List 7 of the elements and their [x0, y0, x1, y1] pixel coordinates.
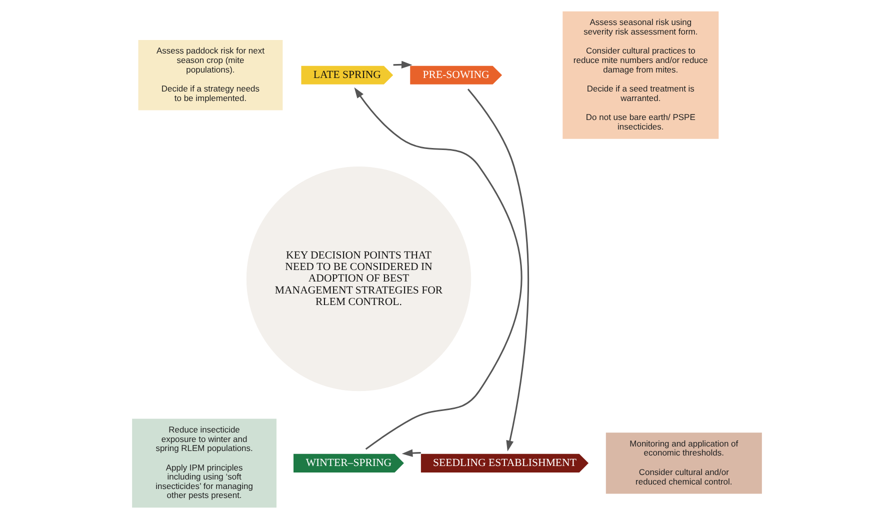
node-box: Monitoring and application of economic thresholds. Consider cultural and/or reduced chemical control.: [605, 432, 762, 494]
arrow: [466, 88, 528, 452]
node-box: Assess seasonal risk using severity risk assessment form. Consider cultural practices to reduce mite numbers and/or reduce damage from mites. Decide if a seed treatment is warranted. Do not use bare earth/ PSPE insecticides.: [562, 11, 718, 139]
arrow: [401, 449, 420, 457]
node-box: Assess paddock risk for next season crop (mite populations). Decide if a strategy needs to be implemented.: [138, 40, 282, 110]
node-box: Reduce insecticide exposure to winter and spring RLEM populations. Apply IPM principles including using ‘soft insecticides’ for managing other pests present.: [132, 418, 276, 508]
arrow: [354, 87, 522, 450]
